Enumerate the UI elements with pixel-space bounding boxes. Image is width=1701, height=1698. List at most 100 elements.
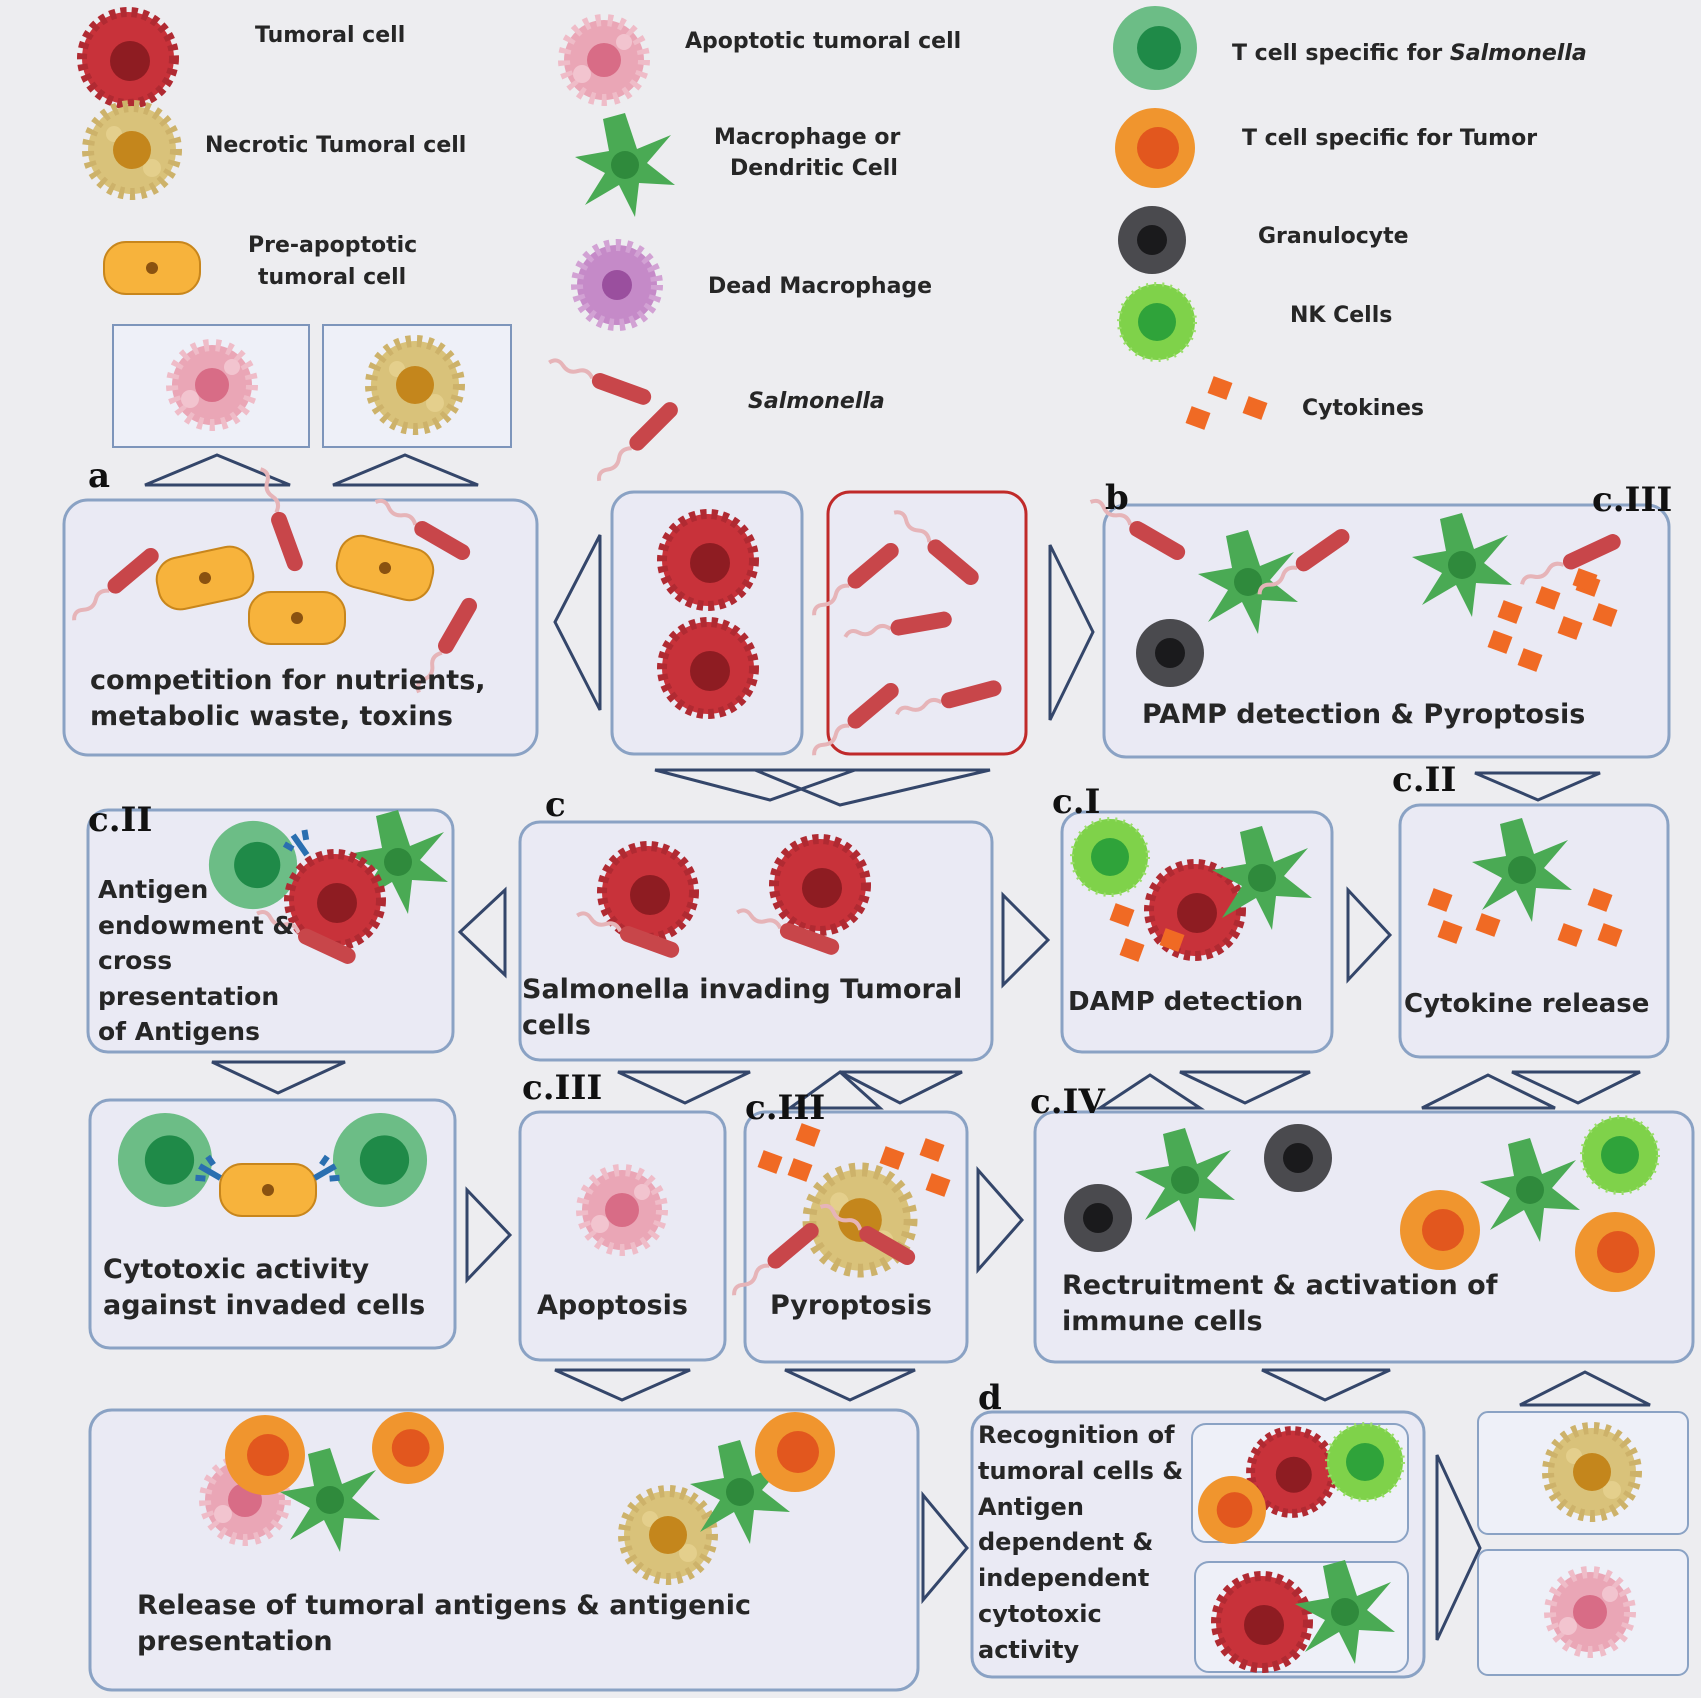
legend-macrophage-label-1: Macrophage or bbox=[714, 125, 901, 150]
t-cell-tumor-icon bbox=[372, 1412, 444, 1484]
section-tag-c-iii-top: c.III bbox=[1592, 480, 1673, 520]
necrotic-cell-icon bbox=[624, 1491, 712, 1579]
section-tag-a: a bbox=[88, 456, 111, 496]
legend-nk-cell-icon bbox=[1117, 282, 1197, 362]
section-tag-c-ii-right: c.II bbox=[1392, 760, 1457, 800]
pyroptosis-label: Pyroptosis bbox=[770, 1290, 932, 1321]
necrotic-cell-icon bbox=[371, 341, 459, 429]
legend-dead-macrophage-label: Dead Macrophage bbox=[708, 274, 933, 299]
recruitment-label: Rectruitment & activation of immune cell… bbox=[1062, 1270, 1498, 1337]
arrow-up bbox=[144, 453, 291, 487]
apoptotic-cell-icon bbox=[172, 345, 252, 425]
legend-dead-macrophage-icon bbox=[577, 245, 657, 325]
legend-t-cell-salmonella-label: T cell specific for Salmonella bbox=[1232, 40, 1587, 68]
section-tag-c-iii-pyroptosis: c.III bbox=[745, 1088, 826, 1128]
t-cell-tumor-icon bbox=[1400, 1190, 1480, 1270]
apoptosis-label: Apoptosis bbox=[537, 1290, 688, 1321]
arrow-right bbox=[1346, 886, 1393, 984]
arrow-right bbox=[921, 1490, 969, 1605]
section-tag-b: b bbox=[1105, 478, 1129, 518]
legend-necrotic-cell-label: Necrotic Tumoral cell bbox=[205, 133, 467, 158]
legend-cytokines-label: Cytokines bbox=[1302, 396, 1424, 421]
legend-macrophage-label-2: Dendritic Cell bbox=[730, 156, 898, 181]
legend-t-cell-tumor-label: T cell specific for Tumor bbox=[1242, 126, 1538, 151]
arrow-up bbox=[785, 1070, 884, 1110]
legend-tumoral-cell-icon bbox=[82, 12, 174, 104]
tumoral-cell-icon bbox=[1216, 1576, 1308, 1668]
arrow-right bbox=[1001, 891, 1051, 989]
t-cell-salmonella-icon bbox=[332, 1112, 428, 1208]
arrow-down bbox=[211, 1060, 346, 1095]
granulocyte-icon bbox=[1264, 1124, 1332, 1192]
section-tag-c-iii-apoptosis: c.III bbox=[522, 1068, 603, 1108]
t-cell-tumor-icon bbox=[225, 1415, 305, 1495]
recognition-label: Recognition of tumoral cells & Antigen d… bbox=[978, 1421, 1184, 1664]
tumoral-cell-icon bbox=[662, 622, 754, 714]
legend-necrotic-cell-icon bbox=[88, 106, 176, 194]
arrow-left bbox=[553, 534, 602, 711]
legend-tumoral-cell-label: Tumoral cell bbox=[255, 23, 406, 48]
arrow-down bbox=[554, 1368, 691, 1402]
legend-apoptotic-cell-label: Apoptotic tumoral cell bbox=[685, 29, 962, 54]
granulocyte-icon bbox=[1064, 1184, 1132, 1252]
section-tag-c-iv: c.IV bbox=[1030, 1082, 1105, 1122]
nk-cell-icon bbox=[1070, 817, 1150, 897]
arrow-up bbox=[1095, 1073, 1205, 1110]
tumoral-cell-icon bbox=[774, 839, 866, 931]
arrow-down bbox=[754, 768, 991, 807]
legend-pre-apoptotic-label-1: Pre-apoptotic bbox=[248, 233, 418, 258]
arrow-up bbox=[1421, 1073, 1556, 1110]
legend-apoptotic-cell-icon bbox=[564, 20, 644, 100]
arrow-left bbox=[457, 886, 507, 979]
section-tag-c: c bbox=[545, 785, 566, 825]
arrow-up bbox=[332, 453, 479, 487]
competition-label: competition for nutrients, metabolic was… bbox=[90, 665, 486, 732]
nk-cell-icon bbox=[1580, 1115, 1660, 1195]
legend-cytokines-icon bbox=[1185, 376, 1268, 430]
arrow-down bbox=[784, 1368, 916, 1402]
pamp-label: PAMP detection & Pyroptosis bbox=[1142, 699, 1586, 730]
legend-nk-cells-label: NK Cells bbox=[1290, 303, 1393, 328]
pre-apoptotic-cell-icon bbox=[219, 1163, 317, 1217]
arrow-right bbox=[465, 1186, 513, 1284]
arrow-down bbox=[1474, 771, 1601, 802]
arrow-down bbox=[1179, 1070, 1311, 1105]
t-cell-salmonella-icon bbox=[117, 1112, 213, 1208]
granulocyte-icon bbox=[1136, 619, 1204, 687]
release-box bbox=[88, 1408, 920, 1692]
release-label: Release of tumoral antigens & antigenic … bbox=[137, 1590, 751, 1657]
damp-label: DAMP detection bbox=[1068, 987, 1304, 1017]
arrow-down bbox=[839, 1070, 963, 1105]
legend-pre-apoptotic-label-2: tumoral cell bbox=[258, 265, 407, 290]
t-cell-tumor-icon bbox=[1198, 1476, 1266, 1544]
legend-t-cell-salmonella-italic: Salmonella bbox=[1449, 41, 1587, 66]
t-cell-tumor-icon bbox=[1575, 1212, 1655, 1292]
arrow-right bbox=[1435, 1454, 1482, 1641]
t-cell-tumor-icon bbox=[755, 1412, 835, 1492]
arrow-up bbox=[1519, 1370, 1651, 1407]
legend-t-cell-salmonella-prefix: T cell specific for bbox=[1232, 41, 1450, 66]
cytokine-release-label: Cytokine release bbox=[1404, 989, 1650, 1019]
section-tag-c-ii-left: c.II bbox=[88, 800, 153, 840]
legend-pre-apoptotic-cell-icon bbox=[103, 241, 201, 295]
legend-granulocyte-label: Granulocyte bbox=[1258, 224, 1409, 249]
arrow-down bbox=[654, 768, 856, 802]
arrow-right bbox=[976, 1166, 1024, 1274]
apoptotic-cell-icon bbox=[582, 1170, 662, 1250]
nk-cell-icon bbox=[1325, 1422, 1405, 1502]
antigen-label: Antigen endowment & cross presentation o… bbox=[98, 875, 295, 1046]
arrow-right bbox=[1048, 544, 1095, 721]
pre-apoptotic-cell-icon bbox=[248, 591, 346, 645]
cytokine-release-box bbox=[1398, 803, 1670, 1059]
section-tag-d: d bbox=[978, 1378, 1002, 1418]
legend-macrophage-icon bbox=[575, 113, 675, 217]
section-tag-c-i: c.I bbox=[1052, 782, 1101, 822]
legend-salmonella-icon bbox=[544, 353, 681, 486]
legend-salmonella-label: Salmonella bbox=[748, 389, 885, 414]
arrow-down bbox=[617, 1070, 751, 1105]
cytotoxic-label: Cytotoxic activity against invaded cells bbox=[103, 1254, 426, 1321]
necrotic-cell-icon bbox=[1548, 1428, 1636, 1516]
tumoral-cell-icon bbox=[662, 514, 754, 606]
